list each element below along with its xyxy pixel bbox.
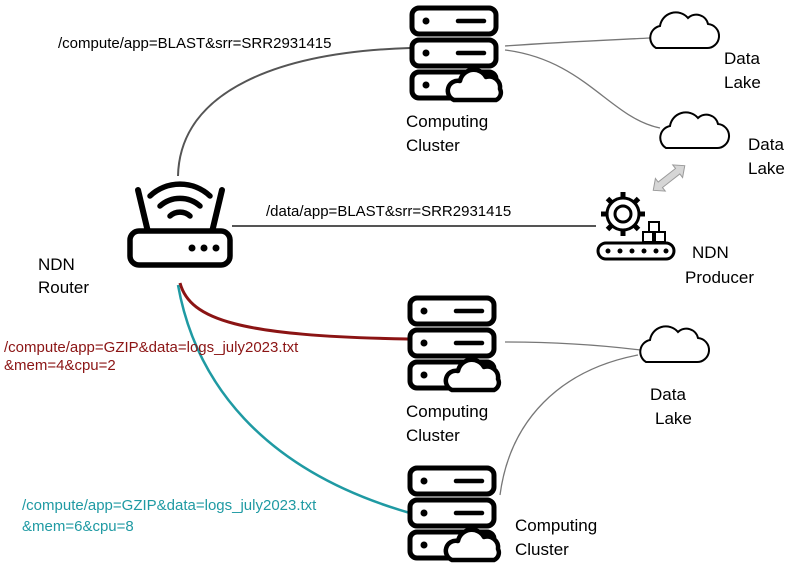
- mid-cluster-to-lake3-link: [504, 341, 641, 351]
- server-icon-top: [412, 8, 501, 100]
- server-icon-bottom: [410, 468, 499, 560]
- router-to-mid-cluster-link-red: [178, 282, 409, 341]
- router-to-bottom-cluster-link-teal: [176, 284, 411, 515]
- lake1-label-line1: Data: [724, 49, 760, 68]
- blast-compute-request-label: /compute/app=BLAST&srr=SRR2931415: [58, 35, 332, 52]
- gzip-red-request-label-line2: &mem=4&cpu=2: [4, 357, 116, 374]
- cluster-mid-label-line2: Cluster: [406, 426, 460, 445]
- producer-label-line2: Producer: [685, 268, 754, 287]
- cluster-mid-label-line1: Computing: [406, 402, 488, 421]
- lake3-label-line1: Data: [650, 385, 686, 404]
- cloud-icon-lake2: [659, 111, 731, 150]
- server-icon-middle: [410, 298, 499, 390]
- cloud-icon-lake3: [639, 325, 711, 364]
- lake1-label-line2: Lake: [724, 73, 761, 92]
- cloud-icon-lake1: [649, 11, 721, 50]
- gzip-teal-request-label-line1: /compute/app=GZIP&data=logs_july2023.txt: [22, 497, 317, 514]
- lake3-label-line2: Lake: [655, 409, 692, 428]
- gzip-red-request-label-line1: /compute/app=GZIP&data=logs_july2023.txt: [4, 339, 299, 356]
- lake2-label-line1: Data: [748, 135, 784, 154]
- producer-gear-icon: [596, 192, 676, 261]
- router-icon: [127, 181, 233, 268]
- bottom-cluster-to-lake3-link: [499, 354, 639, 496]
- top-cluster-to-lake2-link: [504, 49, 661, 129]
- producer-label-line1: NDN: [692, 243, 729, 262]
- gzip-teal-request-label-line2: &mem=6&cpu=8: [22, 518, 134, 535]
- bidirectional-arrow-icon: [652, 164, 686, 192]
- router-label-line1: NDN: [38, 255, 75, 274]
- lake2-label-line2: Lake: [748, 159, 785, 178]
- router-label-line2: Router: [38, 278, 89, 297]
- cluster-bot-label-line1: Computing: [515, 516, 597, 535]
- blast-data-request-label: /data/app=BLAST&srr=SRR2931415: [266, 203, 511, 220]
- top-cluster-to-lake1-link: [504, 37, 651, 47]
- cluster-top-label-line1: Computing: [406, 112, 488, 131]
- cluster-top-label-line2: Cluster: [406, 136, 460, 155]
- cluster-bot-label-line2: Cluster: [515, 540, 569, 559]
- router-to-top-cluster-link: [177, 47, 411, 177]
